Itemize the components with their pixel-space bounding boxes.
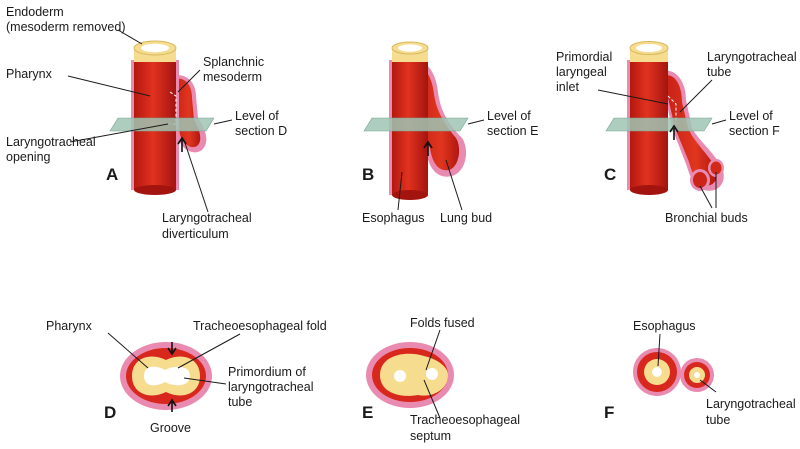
label-primordium-2: laryngotracheal: [228, 380, 313, 394]
label-lt-opening-1: Laryngotracheal: [6, 135, 96, 149]
label-lt-tube-f-2: tube: [706, 413, 730, 427]
panel-b-drawing: [363, 41, 469, 200]
label-lt-opening-2: opening: [6, 150, 51, 164]
label-te-fold: Tracheoesophageal fold: [193, 319, 327, 333]
label-lt-diverticulum-1: Laryngotracheal: [162, 211, 252, 225]
label-primordial-3: inlet: [556, 80, 579, 94]
label-primordial-2: laryngeal: [556, 65, 607, 79]
label-primordial-1: Primordial: [556, 50, 612, 64]
label-level-f-1: Level of: [729, 109, 773, 123]
label-level-d-1: Level of: [235, 109, 279, 123]
label-te-septum-2: septum: [410, 429, 451, 443]
label-primordium-3: tube: [228, 395, 252, 409]
label-endoderm-2: (mesoderm removed): [6, 20, 125, 34]
labels: Endoderm (mesoderm removed) Pharynx Spla…: [6, 5, 797, 443]
panel-c-drawing: [605, 41, 724, 195]
label-esophagus-f: Esophagus: [633, 319, 696, 333]
panel-e-section: [366, 342, 454, 408]
label-lt-tube-c-1: Laryngotracheal: [707, 50, 797, 64]
panel-letter-b: B: [362, 165, 374, 184]
label-lung-bud: Lung bud: [440, 211, 492, 225]
panel-a-drawing: [109, 40, 215, 195]
label-level-e-2: section E: [487, 124, 538, 138]
panel-letter-d: D: [104, 403, 116, 422]
label-bronchial-buds: Bronchial buds: [665, 211, 748, 225]
label-lt-diverticulum-2: diverticulum: [162, 227, 229, 241]
label-splanchnic-1: Splanchnic: [203, 55, 264, 69]
panel-letter-c: C: [604, 165, 616, 184]
label-te-septum-1: Tracheoesophageal: [410, 413, 520, 427]
panel-f-section: [633, 348, 714, 396]
panel-letter-f: F: [604, 403, 614, 422]
label-primordium-1: Primordium of: [228, 365, 306, 379]
label-lt-tube-f-1: Laryngotracheal: [706, 397, 796, 411]
label-level-f-2: section F: [729, 124, 780, 138]
panel-letter-a: A: [106, 165, 118, 184]
label-lt-tube-c-2: tube: [707, 65, 731, 79]
label-endoderm-1: Endoderm: [6, 5, 64, 19]
label-level-e-1: Level of: [487, 109, 531, 123]
panel-letters: A B C D E F: [104, 165, 616, 422]
panel-d-section: [120, 342, 212, 412]
label-splanchnic-2: mesoderm: [203, 70, 262, 84]
leader-lines: [67, 29, 727, 419]
label-esophagus-b: Esophagus: [362, 211, 425, 225]
label-pharynx-d: Pharynx: [46, 319, 93, 333]
label-level-d-2: section D: [235, 124, 287, 138]
label-pharynx-a: Pharynx: [6, 67, 53, 81]
panel-letter-e: E: [362, 403, 373, 422]
label-folds-fused: Folds fused: [410, 316, 475, 330]
label-groove: Groove: [150, 421, 191, 435]
